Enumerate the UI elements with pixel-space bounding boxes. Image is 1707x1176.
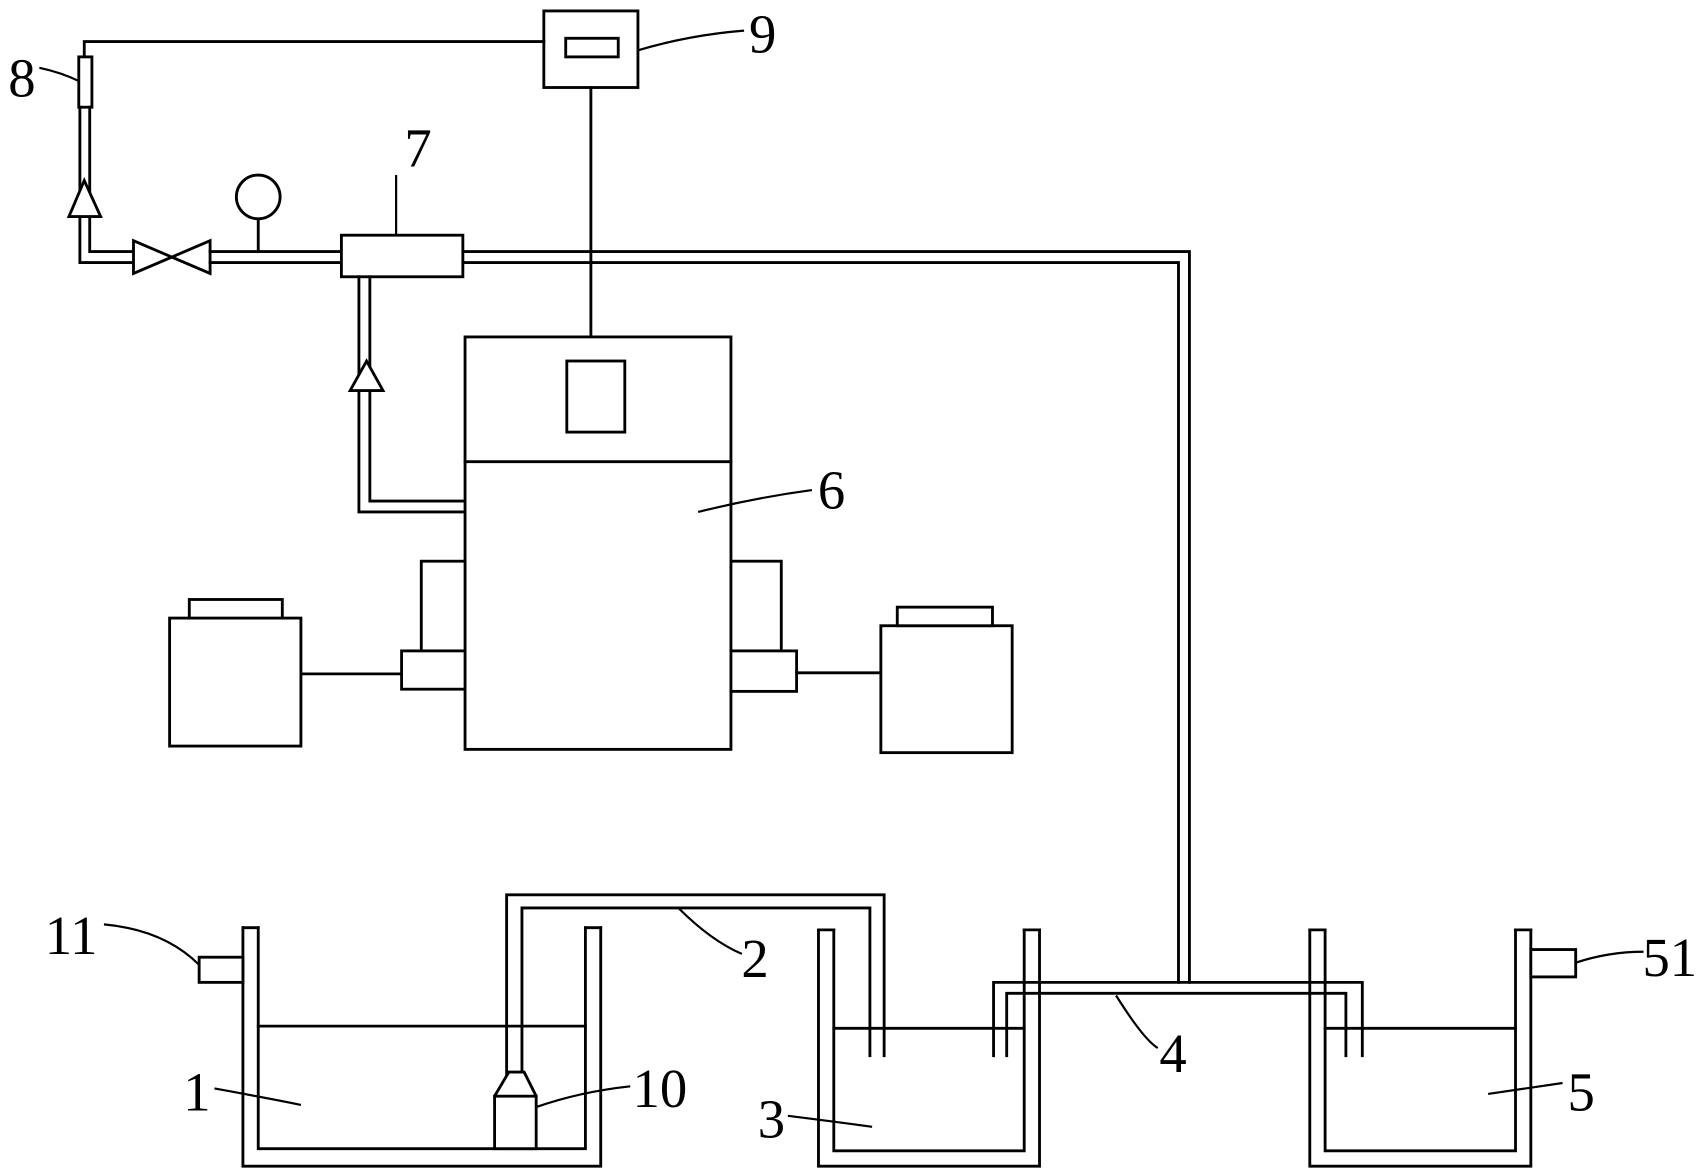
right-supply-tank	[879, 624, 1014, 755]
flow-arrow-up-icon	[347, 358, 386, 392]
leader-9	[637, 29, 745, 52]
leader-2	[677, 907, 743, 955]
component-11	[197, 955, 245, 984]
tank-5-inner-wall	[1323, 928, 1517, 1153]
left-feed-assembly	[168, 559, 467, 748]
label-10: 10	[632, 1058, 687, 1119]
label-3: 3	[758, 1089, 785, 1150]
label-51: 51	[1642, 927, 1697, 988]
leader-5	[1487, 1081, 1563, 1096]
leader-6	[697, 489, 813, 514]
right-feed-connector	[729, 649, 799, 693]
generator-6	[463, 335, 733, 751]
tank-1-inner-wall	[256, 926, 587, 1151]
valve-right-icon	[168, 238, 212, 276]
leader-3	[787, 1114, 873, 1128]
tank-3-inner-wall	[832, 928, 1026, 1153]
main-pipe-inner	[461, 261, 1180, 984]
label-6: 6	[818, 460, 845, 521]
component-51	[1529, 948, 1578, 979]
tank-3-outer-wall	[817, 928, 1041, 1168]
label-1: 1	[183, 1061, 210, 1122]
leader-4	[1115, 994, 1159, 1049]
left-supply-tank	[168, 616, 303, 748]
leader-1	[214, 1087, 302, 1106]
pipe-4-inner	[1005, 991, 1348, 1058]
label-11: 11	[45, 905, 98, 966]
label-8: 8	[8, 47, 35, 108]
pipe-valve-to-8-outer	[78, 105, 135, 264]
main-pipe-outer	[461, 250, 1191, 984]
signal-line-9-to-8	[82, 40, 546, 59]
leader-51	[1575, 950, 1644, 964]
pipe-4-outer	[992, 980, 1364, 1058]
leader-8	[39, 66, 80, 82]
label-9: 9	[749, 4, 776, 65]
tank-1-outer-wall	[241, 926, 603, 1168]
tank-5-outer-wall	[1308, 928, 1533, 1168]
leader-11	[103, 923, 200, 966]
pump-10	[493, 1070, 538, 1151]
label-7: 7	[404, 117, 431, 178]
pipe-valve-to-8-inner	[88, 105, 135, 254]
tank-5	[1308, 928, 1533, 1168]
left-feed-column	[419, 559, 467, 653]
label-4: 4	[1159, 1023, 1186, 1084]
left-supply-tank-cap	[187, 598, 284, 620]
valve	[132, 238, 212, 276]
right-feed-assembly	[729, 559, 1014, 755]
controller-9-display	[564, 36, 620, 59]
pipe-2-outer	[505, 893, 886, 1076]
controller-9	[542, 9, 640, 89]
generator-6-panel	[565, 359, 627, 434]
right-supply-tank-cap	[895, 605, 994, 628]
valve-left-icon	[132, 238, 176, 276]
pressure-gauge-icon	[234, 173, 282, 221]
left-feed-connector	[400, 649, 467, 691]
right-feed-column	[729, 559, 783, 653]
flow-arrow-up-icon	[66, 176, 103, 219]
label-2: 2	[741, 928, 768, 989]
component-7	[339, 233, 465, 279]
label-5: 5	[1567, 1061, 1594, 1122]
pump-10-body	[493, 1070, 538, 1151]
pipe-6-to-7-inner	[368, 275, 467, 503]
tank-1	[241, 926, 603, 1168]
pipe-2-inner	[520, 906, 872, 1076]
leader-10	[535, 1085, 631, 1109]
component-8	[77, 55, 94, 109]
pipe-6-to-7-outer	[357, 275, 467, 514]
